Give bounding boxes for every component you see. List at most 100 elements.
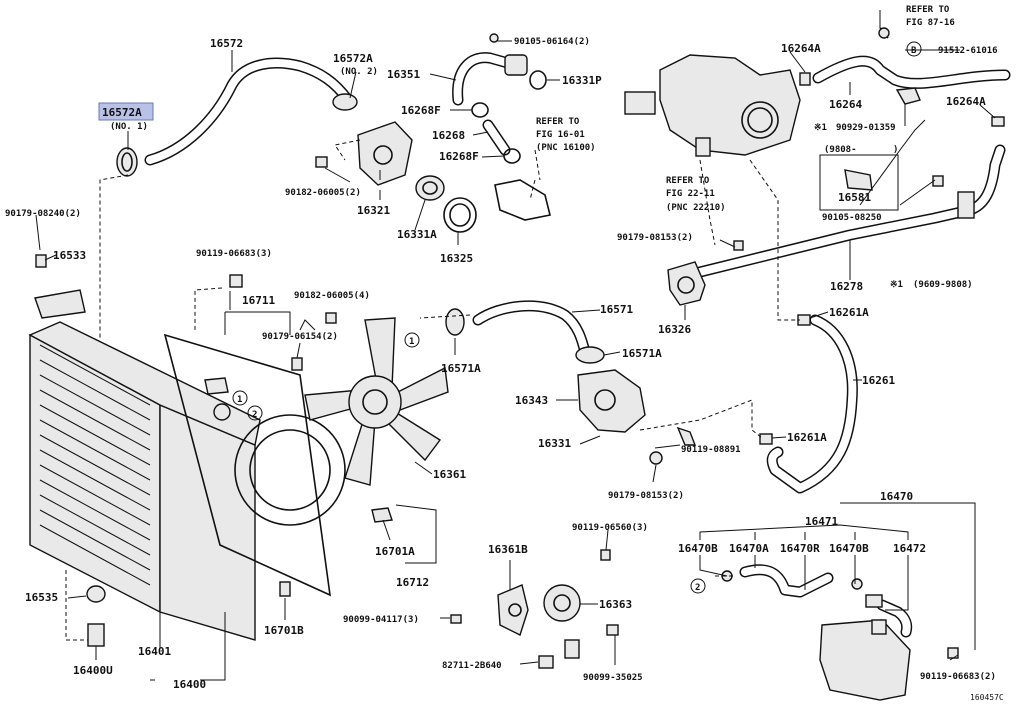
label-16363[interactable]: 16363 [599,598,632,611]
label-16264A-a[interactable]: 16264A [781,42,821,55]
label-90119-06560[interactable]: 90119-06560(3) [572,523,648,533]
label-91512-61016[interactable]: 91512-61016 [938,46,998,56]
bolt-90179-08153-b[interactable] [649,451,663,465]
label-16471[interactable]: 16471 [805,515,838,528]
label-16701A[interactable]: 16701A [375,545,415,558]
clip-16261A-a[interactable] [797,314,811,326]
label-16470B-a[interactable]: 16470B [678,542,718,555]
fan-16361B[interactable] [497,584,529,636]
label-16264A-b[interactable]: 16264A [946,95,986,108]
label-16571A-a[interactable]: 16571A [441,362,481,375]
refer-fig-22-11-line1[interactable]: REFER TO [666,176,710,186]
bypass-hose-16264[interactable] [812,55,1011,89]
bolt-90105-08250[interactable] [932,175,944,187]
label-16571[interactable]: 16571 [600,303,633,316]
gasket-16268F-a[interactable] [471,102,489,118]
water-inlet-16343[interactable] [577,369,646,433]
hose-clamp-16571A-a[interactable] [445,308,465,336]
refer-fig-16-01-line3[interactable]: (PNC 16100) [536,143,596,153]
clip-16264A-a[interactable] [799,72,811,86]
upper-radiator-hose[interactable] [144,57,354,166]
hose-clamp-16571A-b[interactable] [575,346,605,364]
o-ring-16331P[interactable] [529,70,547,90]
bracket-90929[interactable] [895,87,921,105]
water-outlet[interactable] [357,121,413,186]
refer-fig-87-16-line2[interactable]: FIG 87-16 [906,18,955,28]
label-90105-08250[interactable]: 90105-08250 [822,213,882,223]
hose-clamp-no2[interactable] [332,93,358,111]
label-90179-06154[interactable]: 90179-06154(2) [262,332,338,342]
label-16261A-b[interactable]: 16261A [787,431,827,444]
bolt-90179-08153-a[interactable] [733,240,744,251]
label-90119-06683-b[interactable]: 90119-06683(2) [920,672,996,682]
gasket-16326[interactable] [667,261,706,306]
radiator-cap[interactable] [204,377,231,421]
reserve-tank-hose-16472[interactable] [876,599,913,638]
label-16571A-b[interactable]: 16571A [622,347,662,360]
label-16268F-b[interactable]: 16268F [439,150,479,163]
clip-16264A-b[interactable] [991,116,1005,127]
plug-16535[interactable] [86,585,106,603]
label-82711-2B640[interactable]: 82711-2B640 [442,661,502,671]
reserve-tank-hose-16470A[interactable] [739,564,834,598]
pipe-16268[interactable] [482,119,511,156]
label-90179-08240[interactable]: 90179-08240(2) [5,209,81,219]
label-90182-06005-b[interactable]: 90182-06005(4) [294,291,370,301]
label-16701B[interactable]: 16701B [264,624,304,637]
refer-fig-22-11-line2[interactable]: FIG 22-11 [666,189,715,199]
label-90119-08891[interactable]: 90119-08891 [681,445,741,455]
refer-fig-22-11-line3[interactable]: (PNC 22210) [666,203,726,213]
clip-16701A[interactable] [371,507,393,523]
water-hose-16261[interactable] [766,314,858,494]
label-90182-06005-a[interactable]: 90182-06005(2) [285,188,361,198]
clip-16470B-b[interactable] [851,578,863,590]
refer-fig-16-01-line1[interactable]: REFER TO [536,117,580,127]
label-16572A-no1[interactable]: 16572A [102,106,142,119]
label-16331A[interactable]: 16331A [397,228,437,241]
bolt-90119-06683-a[interactable] [229,274,243,288]
label-90099-35025[interactable]: 90099-35025 [583,673,643,683]
label-90179-08153-b[interactable]: 90179-08153(2) [608,491,684,501]
drain-cock-16400U[interactable] [87,623,105,647]
label-16470A[interactable]: 16470A [729,542,769,555]
label-16261A-a[interactable]: 16261A [829,306,869,319]
label-16472[interactable]: 16472 [893,542,926,555]
label-16343[interactable]: 16343 [515,394,548,407]
label-90179-08153-a[interactable]: 90179-08153(2) [617,233,693,243]
lower-radiator-hose[interactable] [472,300,591,358]
label-90099-04117[interactable]: 90099-04117(3) [343,615,419,625]
clip-90099-35025[interactable] [606,624,619,636]
radiator-fan-shroud[interactable] [163,333,346,597]
gasket-16268F-b[interactable] [503,148,521,164]
label-16268F-a[interactable]: 16268F [401,104,441,117]
label-16261[interactable]: 16261 [862,374,895,387]
label-16535[interactable]: 16535 [25,591,58,604]
label-16268[interactable]: 16268 [432,129,465,142]
cap-16470R[interactable] [865,594,883,608]
connector-82711[interactable] [538,655,554,669]
label-90929-01359[interactable]: 90929-01359 [836,123,896,133]
radiator-core[interactable] [28,321,261,641]
water-bypass-pipe-16278[interactable] [694,144,1006,278]
label-16331P[interactable]: 16331P [562,74,602,87]
label-16470R[interactable]: 16470R [780,542,820,555]
cooling-fan-16361[interactable] [304,317,449,486]
label-16400[interactable]: 16400 [173,678,206,691]
label-16470B-b[interactable]: 16470B [829,542,869,555]
bolt-90119-08891[interactable] [676,426,697,446]
label-16400U[interactable]: 16400U [73,664,113,677]
reserve-tank-16470[interactable] [819,619,911,701]
label-16401[interactable]: 16401 [138,645,171,658]
label-90105-06164[interactable]: 90105-06164(2) [514,37,590,47]
clip-16701B[interactable] [279,581,291,597]
screw-90119-06560[interactable] [600,549,611,561]
label-16470[interactable]: 16470 [880,490,913,503]
hose-clamp-no1[interactable] [116,147,138,177]
label-16572[interactable]: 16572 [210,37,243,50]
screw-90099-04117[interactable] [450,614,462,624]
refer-fig-87-16-line1[interactable]: REFER TO [906,5,950,15]
nut-90179-06154[interactable] [291,357,303,371]
radiator-support-16533[interactable] [34,254,86,319]
label-16712[interactable]: 16712 [396,576,429,589]
thermostat[interactable] [415,175,445,201]
